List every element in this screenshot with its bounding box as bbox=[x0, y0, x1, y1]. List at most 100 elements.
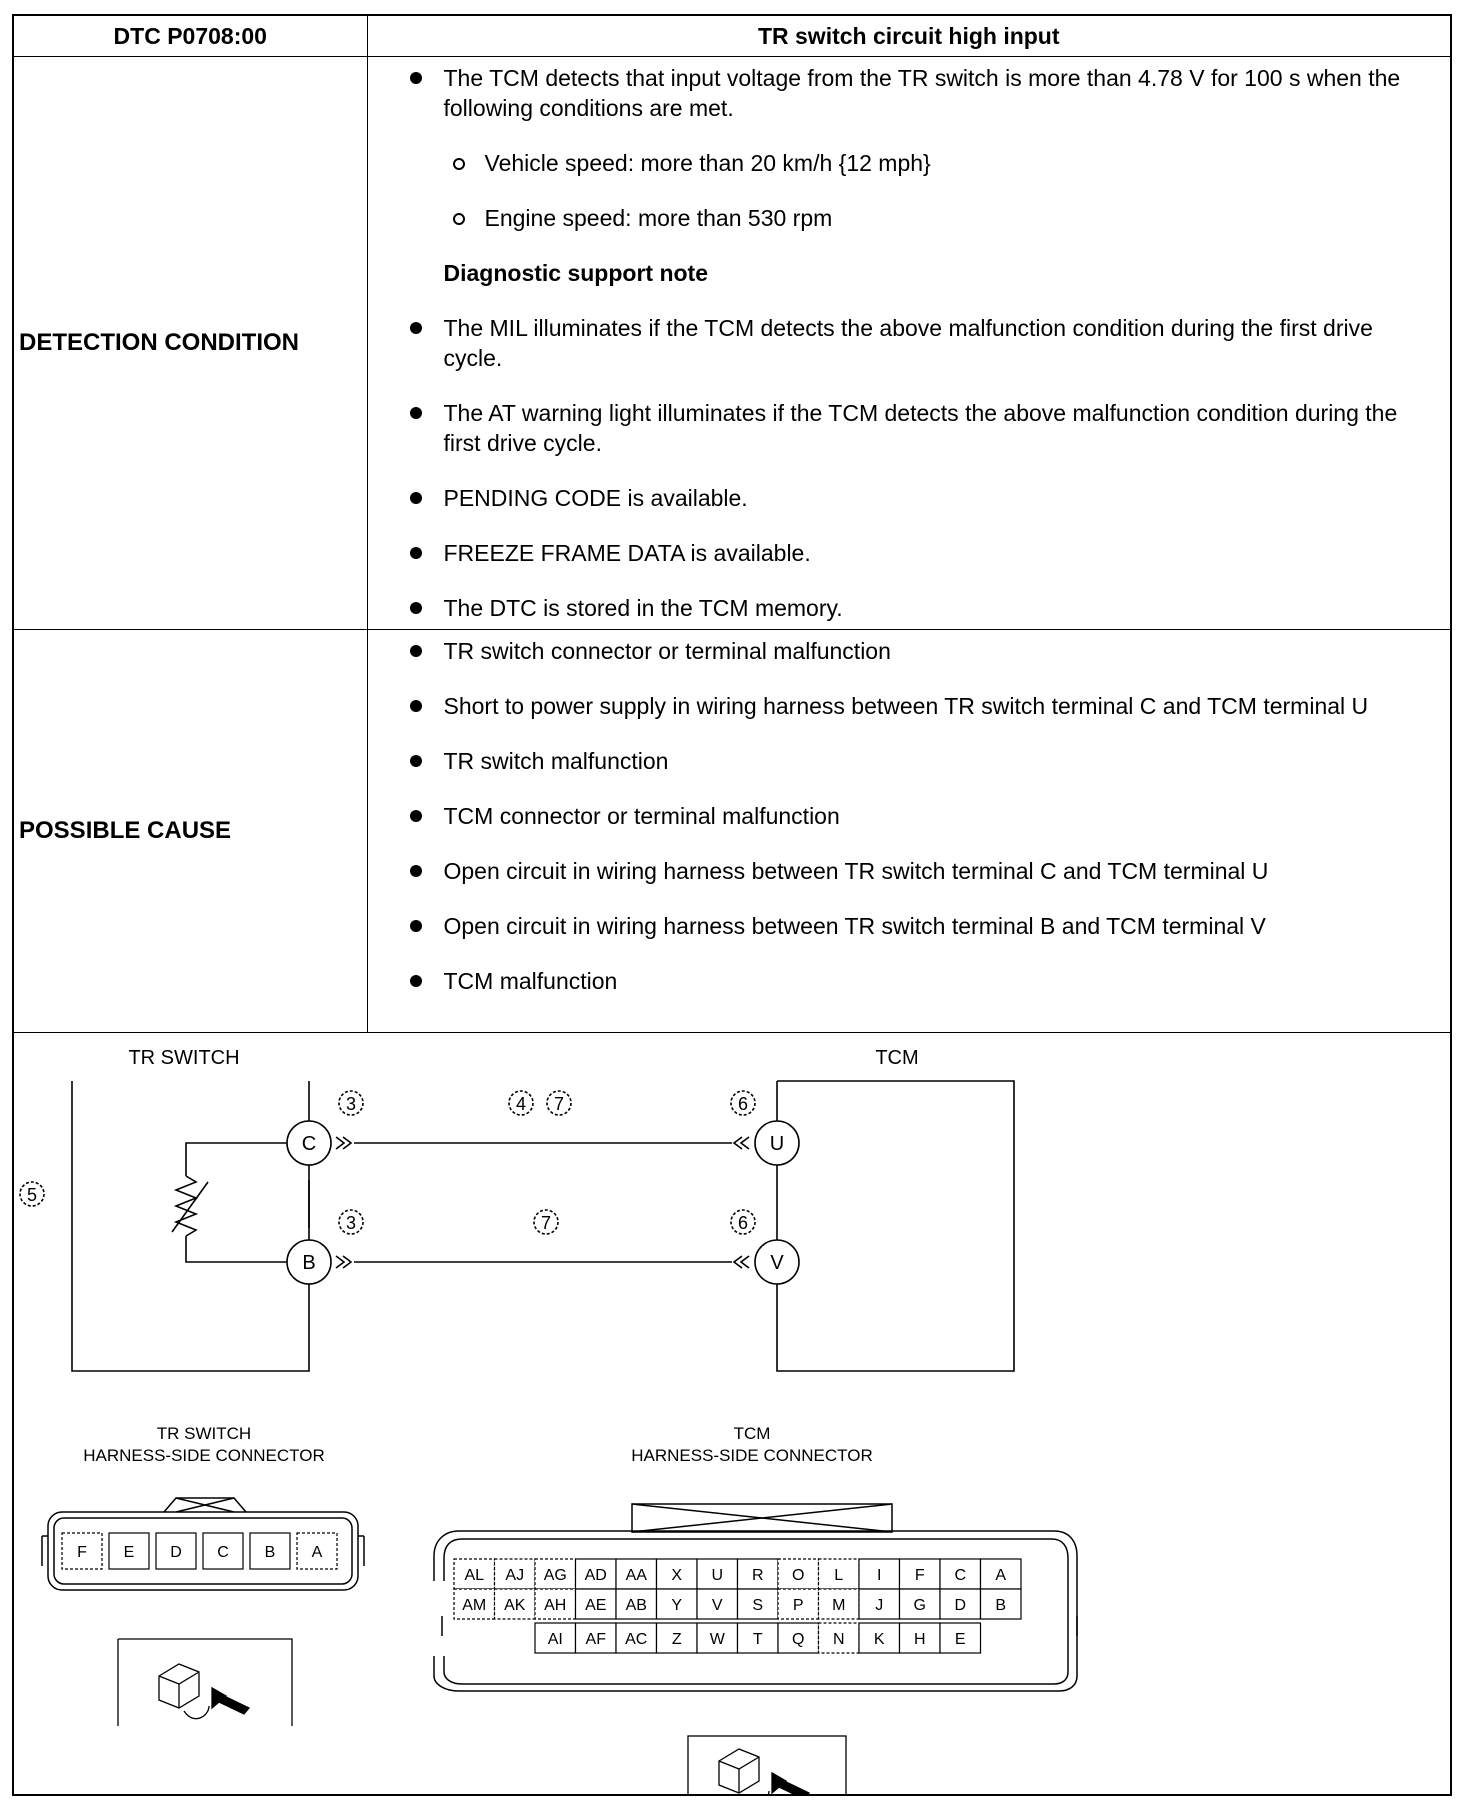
tcm-pin-aj-cell bbox=[493, 1558, 536, 1590]
tcm-pin-ak-cell bbox=[493, 1588, 536, 1620]
tcm-pin-r-cell bbox=[736, 1558, 779, 1590]
dtc-code: DTC P0708:00 bbox=[14, 16, 368, 57]
tcm-pin-e-cell bbox=[939, 1622, 982, 1654]
tcm-pin-z: Z bbox=[672, 1631, 682, 1648]
tr-pin-e-cell bbox=[108, 1532, 150, 1570]
tr-pin-c-cell bbox=[202, 1532, 244, 1570]
cause-row: POSSIBLE CAUSE TR switch connector or te… bbox=[14, 629, 1450, 1033]
dtc-title: TR switch circuit high input bbox=[366, 16, 1450, 57]
tcm-pin-q-cell bbox=[777, 1622, 820, 1654]
tr-pin-d: D bbox=[170, 1544, 182, 1561]
tr-connector-label-2: HARNESS-SIDE CONNECTOR bbox=[83, 1446, 325, 1465]
possible-cause-content: TR switch connector or terminal malfunct… bbox=[366, 629, 1450, 1033]
condition-vehicle-speed: Vehicle speed: more than 20 km/h {12 mph… bbox=[410, 148, 1431, 178]
detection-condition-content: The TCM detects that input voltage from … bbox=[366, 56, 1450, 630]
tcm-pin-j-cell bbox=[858, 1588, 901, 1620]
step-marker: 5 bbox=[27, 1185, 37, 1205]
tcm-pin-aj: AJ bbox=[505, 1567, 524, 1584]
note-freeze-frame: FREEZE FRAME DATA is available. bbox=[409, 538, 1431, 568]
step-marker: 7 bbox=[541, 1213, 551, 1233]
tr-connector-label-1: TR SWITCH bbox=[157, 1424, 251, 1443]
tr-pin-b-cell bbox=[249, 1532, 291, 1570]
tcm-pin-aa: AA bbox=[626, 1567, 648, 1584]
terminal-v: V bbox=[770, 1252, 784, 1274]
header-row: DTC P0708:00 TR switch circuit high inpu… bbox=[14, 16, 1450, 57]
dtc-table: DTC P0708:00 TR switch circuit high inpu… bbox=[14, 16, 1450, 1033]
step-marker: 6 bbox=[738, 1094, 748, 1114]
tcm-connector-label-1: TCM bbox=[734, 1424, 771, 1443]
tcm-pin-af: AF bbox=[586, 1631, 607, 1648]
tcm-pin-a: A bbox=[995, 1567, 1006, 1584]
cause-item: Open circuit in wiring harness between T… bbox=[409, 911, 1431, 941]
tcm-pin-u: U bbox=[711, 1567, 723, 1584]
tcm-pin-s: S bbox=[752, 1597, 763, 1614]
tcm-pin-ak: AK bbox=[504, 1597, 526, 1614]
tcm-pin-z-cell bbox=[655, 1622, 698, 1654]
tcm-pin-e: E bbox=[955, 1631, 966, 1648]
terminal-u: U bbox=[770, 1133, 784, 1155]
cause-item: TCM connector or terminal malfunction bbox=[409, 801, 1431, 831]
tcm-pin-y: Y bbox=[671, 1597, 682, 1614]
cause-item: Open circuit in wiring harness between T… bbox=[409, 856, 1431, 886]
tcm-pin-ah: AH bbox=[544, 1597, 566, 1614]
tcm-pin-w-cell bbox=[696, 1622, 739, 1654]
diagnostic-note-title: Diagnostic support note bbox=[443, 260, 709, 286]
tcm-pin-o: O bbox=[792, 1567, 804, 1584]
tcm-pin-ac-cell bbox=[615, 1622, 658, 1654]
tcm-pin-m: M bbox=[832, 1597, 845, 1614]
tcm-pin-x: X bbox=[671, 1567, 682, 1584]
tcm-pin-al: AL bbox=[464, 1567, 484, 1584]
tcm-pin-j: J bbox=[875, 1597, 883, 1614]
tr-pin-b: B bbox=[265, 1544, 276, 1561]
tcm-pin-b: B bbox=[995, 1597, 1006, 1614]
tcm-pin-n: N bbox=[833, 1631, 845, 1648]
tcm-pin-c: C bbox=[954, 1567, 966, 1584]
tcm-pin-t-cell bbox=[736, 1622, 779, 1654]
tcm-pin-v: V bbox=[712, 1597, 723, 1614]
tcm-pin-ag: AG bbox=[544, 1567, 567, 1584]
tcm-pin-al-cell bbox=[453, 1558, 496, 1590]
tcm-pin-w: W bbox=[710, 1631, 726, 1648]
note-mil: The MIL illuminates if the TCM detects t… bbox=[409, 313, 1431, 373]
tcm-pin-i-cell bbox=[858, 1558, 901, 1590]
note-pending-code: PENDING CODE is available. bbox=[409, 483, 1431, 513]
tcm-pin-p: P bbox=[793, 1597, 804, 1614]
tcm-pin-ae: AE bbox=[585, 1597, 606, 1614]
tcm-pin-t: T bbox=[753, 1631, 763, 1648]
step-marker: 3 bbox=[346, 1094, 356, 1114]
tcm-pin-f: F bbox=[915, 1567, 925, 1584]
tcm-pin-d: D bbox=[954, 1597, 966, 1614]
cause-item: TR switch connector or terminal malfunct… bbox=[409, 636, 1431, 666]
cause-item: TR switch malfunction bbox=[409, 746, 1431, 776]
detection-condition-label: DETECTION CONDITION bbox=[14, 56, 368, 630]
tcm-connector-label-2: HARNESS-SIDE CONNECTOR bbox=[631, 1446, 873, 1465]
tcm-pin-ab: AB bbox=[626, 1597, 647, 1614]
tr-switch-label: TR SWITCH bbox=[128, 1047, 239, 1069]
tcm-pin-n-cell bbox=[817, 1622, 860, 1654]
tcm-label: TCM bbox=[875, 1047, 918, 1069]
terminal-c: C bbox=[302, 1133, 316, 1155]
note-at-warning: The AT warning light illuminates if the … bbox=[409, 398, 1431, 458]
tcm-pin-h: H bbox=[914, 1631, 926, 1648]
tcm-pin-am-cell bbox=[453, 1588, 496, 1620]
tcm-pin-u-cell bbox=[696, 1558, 739, 1590]
terminal-b: B bbox=[302, 1252, 315, 1274]
possible-cause-label: POSSIBLE CAUSE bbox=[14, 629, 368, 1033]
tcm-pin-ai-cell bbox=[534, 1622, 577, 1654]
tcm-pin-i: I bbox=[877, 1567, 881, 1584]
cause-item: Short to power supply in wiring harness … bbox=[409, 691, 1431, 721]
tr-pin-a: A bbox=[312, 1544, 323, 1561]
tr-pin-d-cell bbox=[155, 1532, 197, 1570]
step-marker: 6 bbox=[738, 1213, 748, 1233]
tcm-pin-g-cell bbox=[898, 1588, 941, 1620]
tcm-pin-g: G bbox=[914, 1597, 926, 1614]
tcm-pin-am: AM bbox=[462, 1597, 486, 1614]
tcm-pin-l: L bbox=[834, 1567, 843, 1584]
tr-pin-f-cell bbox=[61, 1532, 103, 1570]
tr-pin-f: F bbox=[77, 1544, 87, 1561]
tr-pin-a-cell bbox=[296, 1532, 338, 1570]
dtc-sheet: DTC P0708:00 TR switch circuit high inpu… bbox=[12, 14, 1452, 1806]
cause-item: TCM malfunction bbox=[409, 966, 1431, 996]
